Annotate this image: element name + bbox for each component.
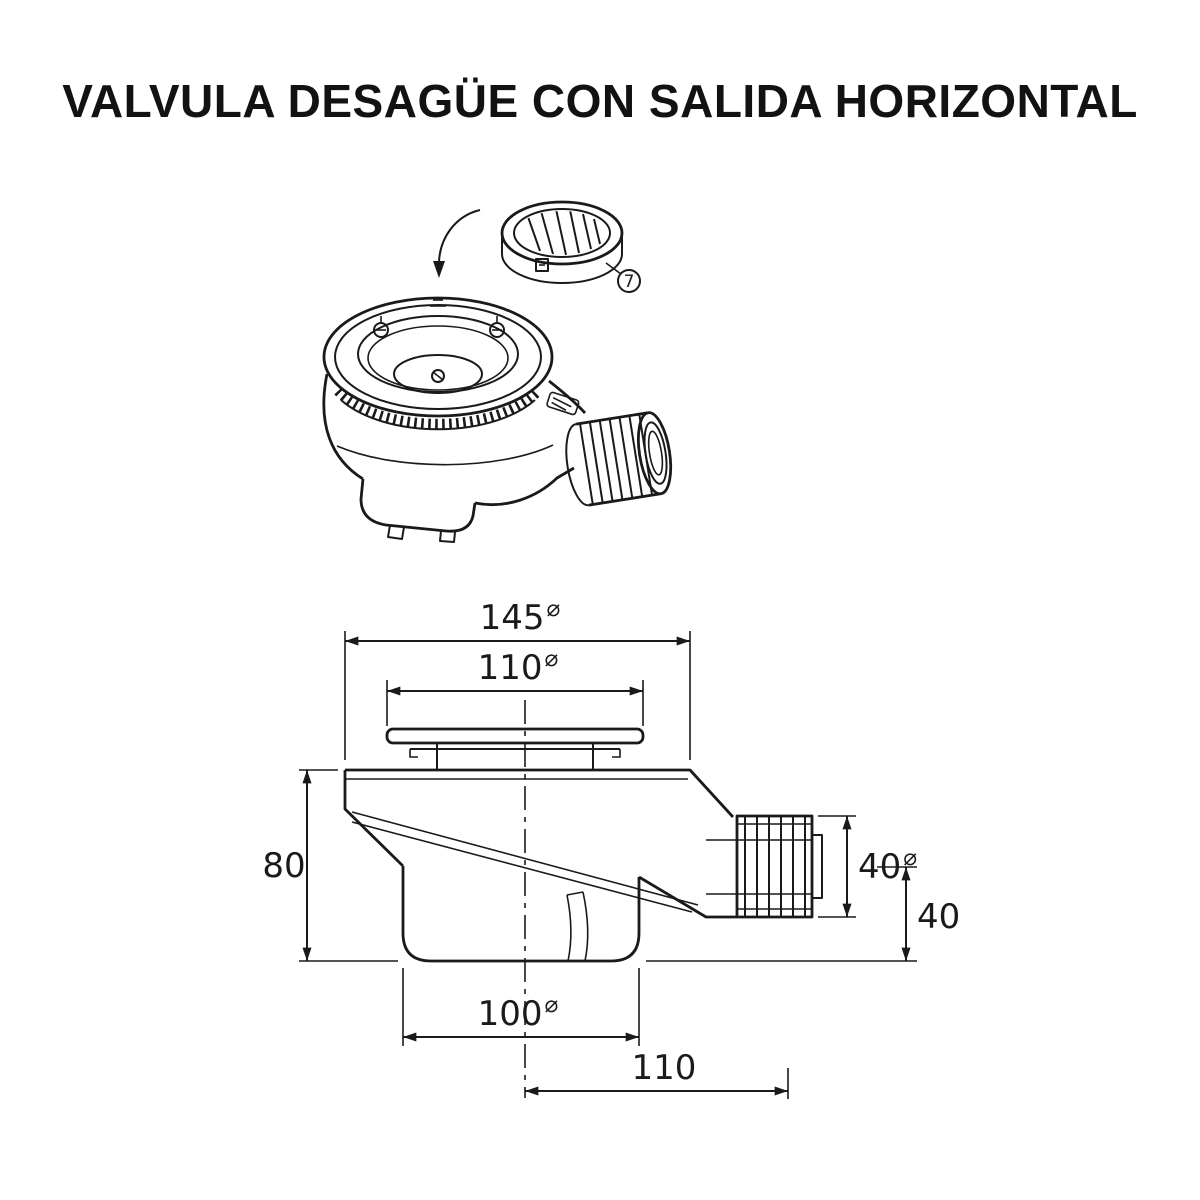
dim-cup-width: 100⌀ bbox=[478, 992, 559, 1034]
strainer-cap bbox=[500, 200, 624, 284]
top-plate bbox=[385, 727, 645, 770]
dim-outlet-diameter: 40⌀ bbox=[858, 845, 917, 887]
dim-outlet-offset: 110 bbox=[632, 1048, 697, 1088]
dim-outlet-height: 40 bbox=[917, 897, 960, 937]
callout-7: 7 bbox=[605, 262, 641, 293]
page-title: VALVULA DESAGÜE CON SALIDA HORIZONTAL bbox=[62, 75, 1138, 127]
valve-body-iso bbox=[322, 296, 673, 543]
dim-plate-width: 110⌀ bbox=[478, 646, 559, 688]
outlet-nut-side bbox=[735, 814, 823, 919]
strainer-grate bbox=[526, 211, 601, 255]
side-view: 145⌀ 110⌀ 80 40⌀ 40 bbox=[262, 596, 960, 1099]
callout-number: 7 bbox=[624, 272, 635, 292]
assembly-arrow bbox=[433, 209, 481, 278]
dim-body-height: 80 bbox=[262, 846, 305, 886]
trap-body bbox=[343, 768, 812, 963]
dim-overall-width: 145⌀ bbox=[480, 596, 561, 638]
brand-tab bbox=[546, 391, 580, 416]
dimensions: 145⌀ 110⌀ 80 40⌀ 40 bbox=[262, 596, 960, 1099]
outlet-nut-iso bbox=[565, 411, 673, 507]
isometric-view: 7 bbox=[322, 200, 673, 543]
